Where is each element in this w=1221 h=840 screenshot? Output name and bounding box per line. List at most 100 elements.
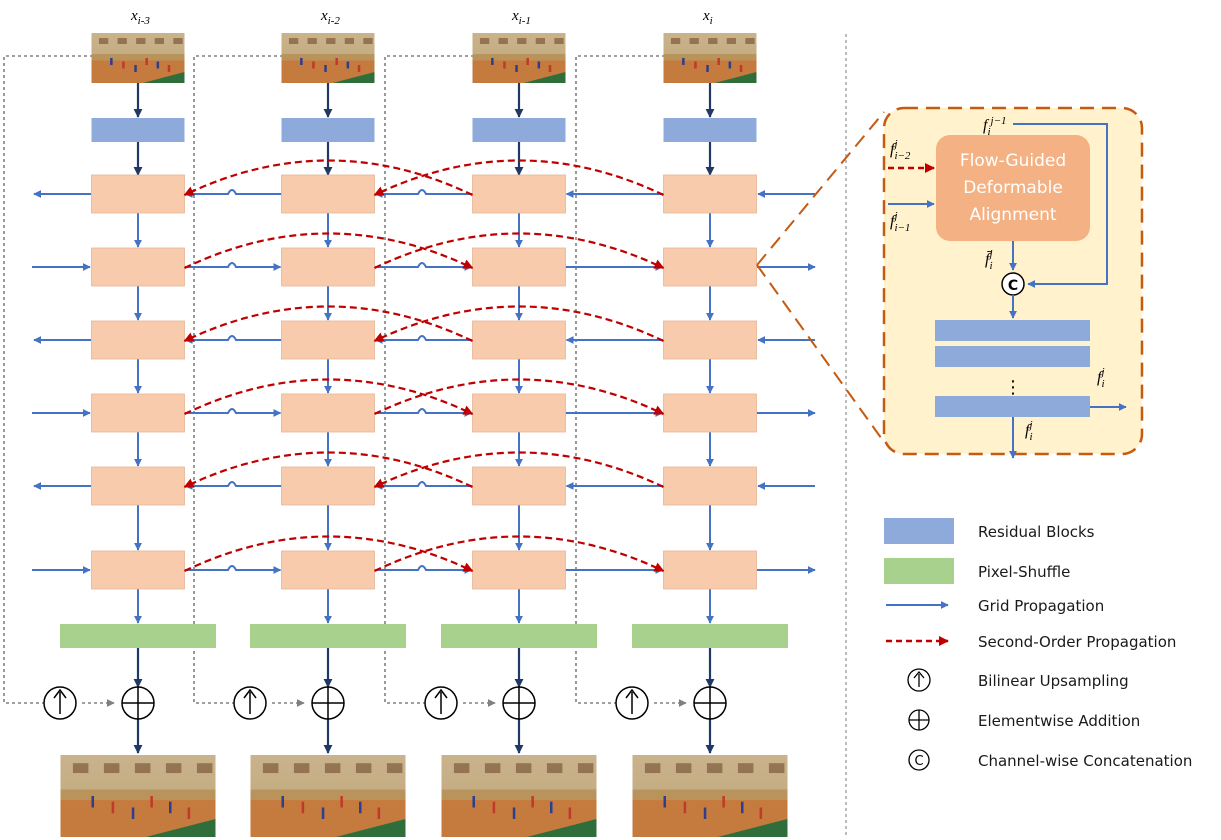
propagation-block bbox=[472, 550, 566, 590]
propagation-block bbox=[663, 550, 757, 590]
output-frame bbox=[632, 755, 788, 837]
output-frame bbox=[441, 755, 597, 837]
frame-label: xi-1 bbox=[511, 8, 531, 27]
upsample-arrow-head bbox=[53, 688, 67, 699]
legend-concat-icon bbox=[908, 749, 930, 771]
skip-connections bbox=[3, 55, 687, 707]
propagation-block bbox=[663, 174, 757, 214]
propagation-block bbox=[663, 320, 757, 360]
residual-block bbox=[281, 118, 375, 142]
frame-label: xi bbox=[702, 8, 713, 27]
propagation-block bbox=[472, 247, 566, 287]
legend-pixel-shuffle-label: Pixel-Shuffle bbox=[978, 563, 1070, 581]
second-order-arrow bbox=[374, 232, 665, 269]
grid-propagation-arrow bbox=[184, 481, 282, 490]
pixel-shuffle-block bbox=[441, 624, 597, 648]
input-frame bbox=[663, 33, 757, 83]
inset-top-label: fij−1 bbox=[983, 115, 1007, 138]
second-order-arrow bbox=[184, 378, 474, 415]
grid-propagation-arrow bbox=[184, 335, 282, 344]
inset-output-bottom-label: fij bbox=[1025, 419, 1033, 443]
skip-connection-path bbox=[3, 55, 93, 704]
grid-propagation-arrows bbox=[32, 189, 816, 574]
inset-residual-block-2 bbox=[935, 346, 1090, 367]
upsample-arrow-head bbox=[434, 688, 448, 699]
residual-block bbox=[91, 118, 185, 142]
skip-connection-path bbox=[575, 55, 665, 704]
propagation-block bbox=[472, 320, 566, 360]
pixel-shuffle-block bbox=[632, 624, 788, 648]
input-frame bbox=[281, 33, 375, 83]
second-order-arrow bbox=[184, 232, 474, 269]
propagation-block bbox=[91, 550, 185, 590]
propagation-block bbox=[281, 466, 375, 506]
zoom-line-top bbox=[756, 111, 885, 266]
legend-pixel-shuffle-swatch bbox=[884, 558, 954, 584]
pixel-shuffle-block bbox=[250, 624, 406, 648]
grid-propagation-arrow bbox=[184, 262, 282, 271]
output-frame bbox=[60, 755, 216, 837]
concat-operator-label: C bbox=[1008, 278, 1018, 294]
grid-propagation-arrow bbox=[374, 408, 473, 417]
output-frame bbox=[250, 755, 406, 837]
propagation-block bbox=[91, 174, 185, 214]
propagation-block bbox=[91, 320, 185, 360]
grid-propagation-arrow bbox=[184, 565, 282, 574]
legend-residual-label: Residual Blocks bbox=[978, 523, 1095, 541]
propagation-block bbox=[663, 247, 757, 287]
grid-propagation-arrow bbox=[184, 408, 282, 417]
propagation-block bbox=[281, 247, 375, 287]
skip-connection-path bbox=[384, 55, 474, 704]
second-order-arrow bbox=[373, 451, 664, 488]
propagation-block bbox=[663, 393, 757, 433]
skip-connection-path bbox=[193, 55, 283, 704]
residual-block bbox=[663, 118, 757, 142]
propagation-block bbox=[281, 174, 375, 214]
inset-residual-block-3 bbox=[935, 396, 1090, 417]
flow-guided-alignment-module bbox=[936, 135, 1090, 241]
legend-bilinear-label: Bilinear Upsampling bbox=[978, 672, 1129, 690]
legend-concat-symbol: C bbox=[914, 754, 923, 769]
inset-second-input-label: fi−2j bbox=[890, 138, 911, 162]
legend-add-icon bbox=[908, 709, 930, 731]
residual-block bbox=[472, 118, 566, 142]
propagation-block bbox=[91, 247, 185, 287]
legend-second-order-label: Second-Order Propagation bbox=[978, 633, 1176, 651]
propagation-block bbox=[91, 393, 185, 433]
vertical-flow-arrows bbox=[133, 83, 715, 754]
grid-propagation-arrow bbox=[184, 189, 282, 198]
legend-residual-swatch bbox=[884, 518, 954, 544]
prev-feature-path bbox=[1013, 123, 1108, 288]
grid-propagation-arrow bbox=[374, 335, 473, 344]
inset-residual-block-1 bbox=[935, 320, 1090, 341]
input-frame bbox=[472, 33, 566, 83]
second-order-arrow bbox=[184, 535, 474, 572]
second-order-arrow bbox=[183, 159, 473, 196]
upsample-add-operators bbox=[43, 686, 727, 720]
grid-propagation-arrow bbox=[374, 189, 473, 198]
pixel-shuffle-block bbox=[60, 624, 216, 648]
legend-add-label: Elementwise Addition bbox=[978, 712, 1140, 730]
propagation-block bbox=[472, 393, 566, 433]
propagation-block bbox=[91, 466, 185, 506]
inset-aligned-label: f̄ij bbox=[985, 248, 993, 272]
propagation-block bbox=[281, 320, 375, 360]
legend: Residual Blocks Pixel-Shuffle Grid Propa… bbox=[884, 518, 1192, 771]
propagation-block bbox=[281, 550, 375, 590]
second-order-arrow bbox=[374, 535, 665, 572]
second-order-arrows bbox=[183, 159, 665, 572]
inset-ellipsis: ⋮ bbox=[1004, 377, 1022, 398]
upsample-arrow-head bbox=[625, 688, 639, 699]
inset-output-right-label: fij bbox=[1097, 366, 1105, 390]
second-order-arrow bbox=[373, 305, 664, 342]
second-order-arrow bbox=[183, 451, 473, 488]
frames bbox=[60, 33, 788, 837]
propagation-block bbox=[472, 174, 566, 214]
second-order-arrow bbox=[374, 378, 665, 415]
propagation-block bbox=[663, 466, 757, 506]
inset-first-input-label: fi−1j bbox=[890, 210, 910, 234]
